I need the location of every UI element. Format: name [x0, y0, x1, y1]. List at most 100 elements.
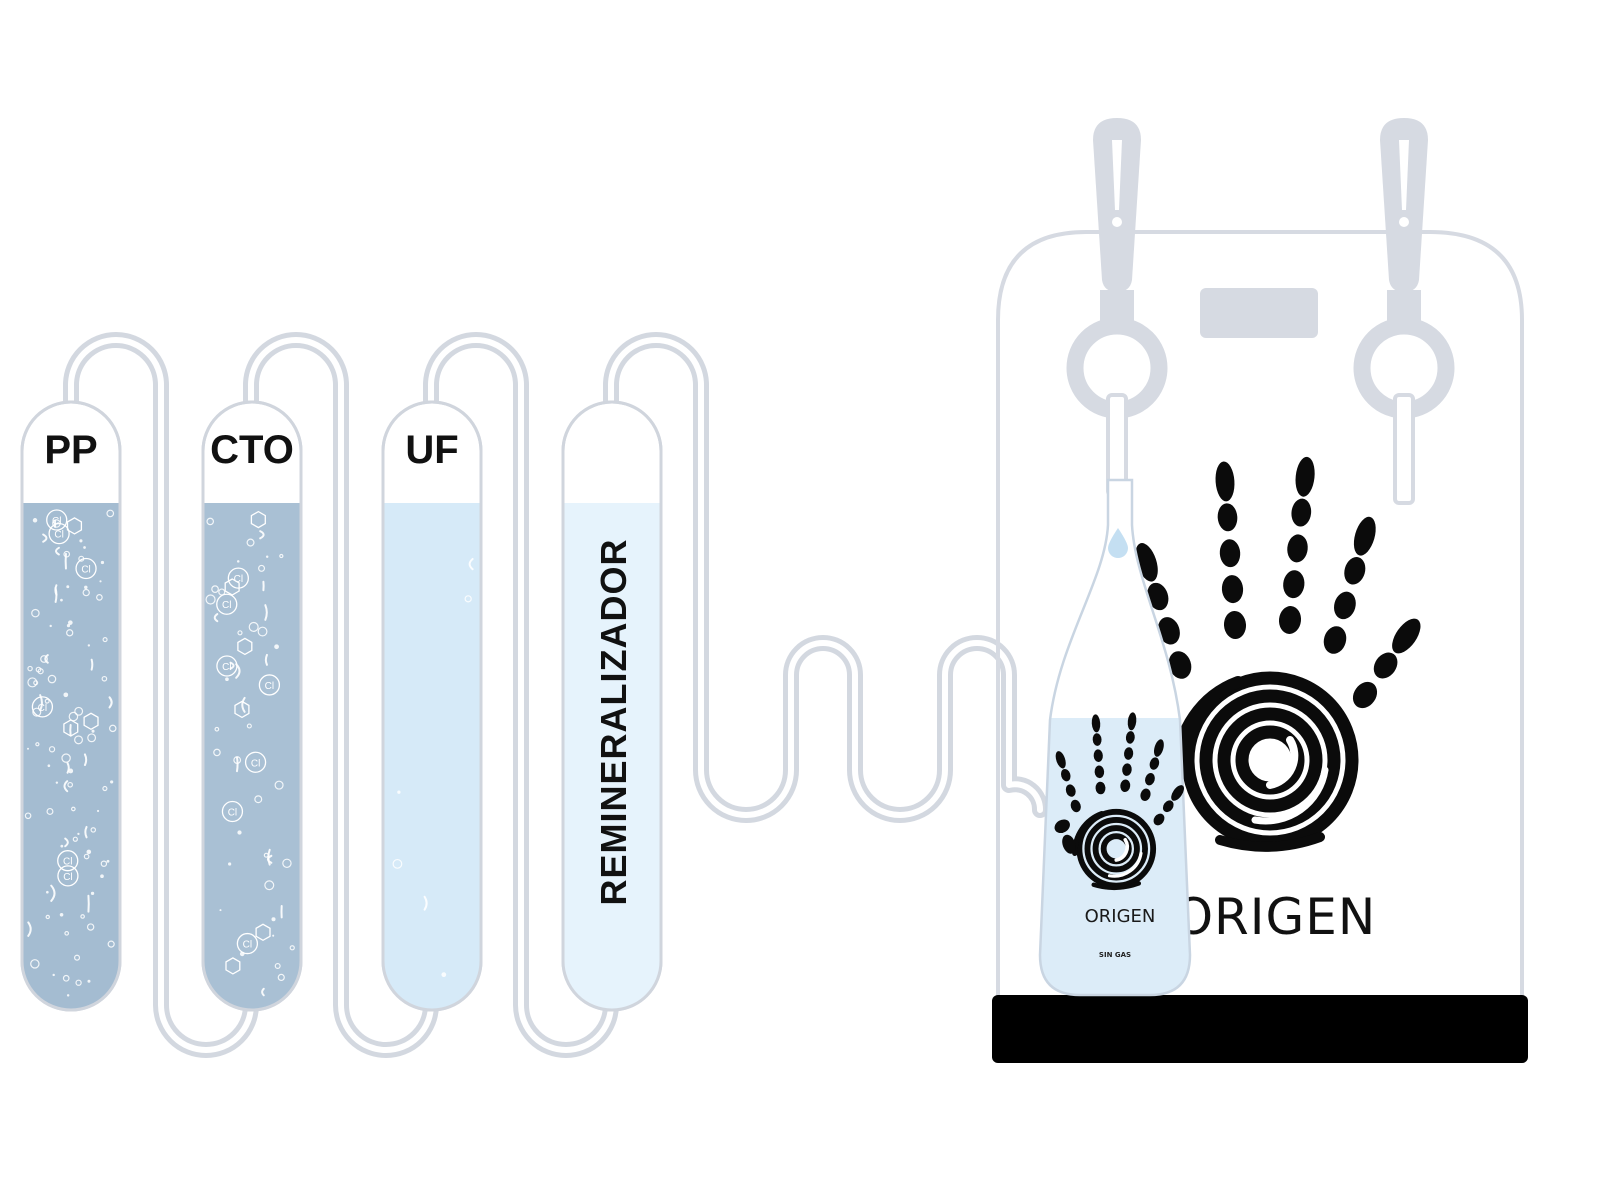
finger-print-mark	[1344, 557, 1366, 585]
filter-cto-water	[203, 503, 301, 1010]
particle	[67, 781, 74, 788]
particle	[100, 560, 105, 565]
particle	[265, 555, 269, 558]
water-drop-icon	[1108, 528, 1128, 558]
finger-print-mark	[1217, 503, 1238, 532]
chlorine-particle-icon	[75, 557, 97, 580]
finger-print-mark	[1095, 781, 1106, 795]
particle	[64, 837, 69, 848]
dispenser-display-icon	[1200, 288, 1318, 338]
finger-print-mark	[1065, 784, 1076, 797]
chlorine-particle-icon	[244, 751, 267, 773]
particle	[46, 807, 54, 815]
spiral-gap	[1107, 851, 1143, 878]
particle	[397, 790, 401, 794]
particle	[45, 914, 50, 920]
finger-print-mark	[1295, 456, 1315, 497]
chlorine-particle-icon	[227, 567, 249, 589]
finger-print-mark	[1060, 769, 1071, 782]
particle	[44, 698, 50, 704]
particle	[102, 637, 108, 643]
particle	[33, 680, 39, 686]
chlorine-particle-label: Cl	[228, 808, 237, 819]
chlorine-particle-label: Cl	[63, 872, 72, 883]
spiral-ring	[1092, 825, 1140, 873]
particle	[237, 830, 242, 835]
particle	[50, 884, 56, 902]
chlorine-particle-label: Cl	[265, 681, 274, 692]
particle	[263, 852, 269, 858]
chlorine-particle-label: Cl	[243, 940, 252, 951]
finger-print-mark	[1145, 772, 1155, 786]
chlorine-particle-label: Cl	[234, 574, 243, 585]
finger-print-mark	[1093, 749, 1103, 762]
thumb-mark	[1062, 834, 1076, 854]
particle	[264, 880, 275, 891]
filter-uf: UF	[381, 400, 483, 1012]
particle	[274, 962, 281, 969]
chlorine-particle-label: Cl	[52, 516, 61, 527]
dispenser-base	[992, 995, 1528, 1063]
particle	[101, 675, 108, 682]
particle	[27, 921, 32, 937]
filter-cto-label: CTO	[210, 428, 294, 472]
filter-uf-water	[383, 503, 481, 1010]
particle	[55, 546, 60, 556]
particle	[274, 644, 279, 650]
particle	[75, 979, 82, 986]
particle	[213, 748, 221, 757]
particle	[63, 780, 69, 793]
spiral-gap	[1114, 837, 1129, 862]
hexagon-particle	[66, 517, 83, 535]
particle	[47, 674, 57, 684]
particle	[86, 923, 95, 931]
particle	[70, 806, 76, 812]
finger-print-mark	[1122, 763, 1132, 776]
particle	[31, 608, 40, 618]
wrist-mark	[1215, 832, 1325, 852]
particle	[77, 832, 80, 835]
particle	[228, 862, 232, 866]
particle	[27, 747, 30, 750]
particle	[107, 940, 115, 948]
particle	[219, 909, 222, 912]
particle	[54, 587, 58, 603]
hexagon-particle	[63, 719, 79, 737]
chlorine-particle-label: Cl	[222, 662, 231, 673]
finger-print-mark	[1094, 765, 1105, 779]
chlorine-particle-icon	[258, 674, 281, 696]
particle	[109, 724, 117, 733]
particle	[87, 979, 91, 983]
finger-print-mark	[1373, 652, 1398, 679]
particle	[96, 809, 100, 813]
particle	[264, 653, 268, 666]
particle	[271, 917, 276, 922]
finger-print-mark	[1153, 813, 1165, 826]
chlorine-particle-icon	[31, 696, 54, 718]
chlorine-particle-label: Cl	[81, 565, 90, 576]
hexagon-particle	[250, 510, 266, 529]
finger-print-mark	[1092, 733, 1102, 746]
particle	[47, 764, 51, 768]
finger-print-mark	[1125, 731, 1135, 744]
chlorine-particle-icon	[236, 932, 259, 955]
particle	[241, 696, 246, 713]
particle	[90, 827, 97, 833]
wrist-mark	[1091, 881, 1142, 891]
particle	[84, 585, 88, 590]
particle	[272, 934, 275, 937]
particle	[233, 756, 242, 764]
spiral-ring	[1217, 707, 1323, 813]
right-tap-icon	[1353, 118, 1455, 505]
particle	[44, 654, 49, 664]
filter-pp-water	[22, 503, 120, 1010]
chlorine-particle-icon	[46, 509, 68, 531]
particle	[62, 974, 70, 982]
particle	[468, 557, 474, 571]
particle	[254, 795, 263, 804]
particle	[55, 781, 59, 784]
particle	[237, 630, 243, 636]
chlorine-particle-label: Cl	[251, 758, 260, 769]
particle	[248, 621, 259, 632]
